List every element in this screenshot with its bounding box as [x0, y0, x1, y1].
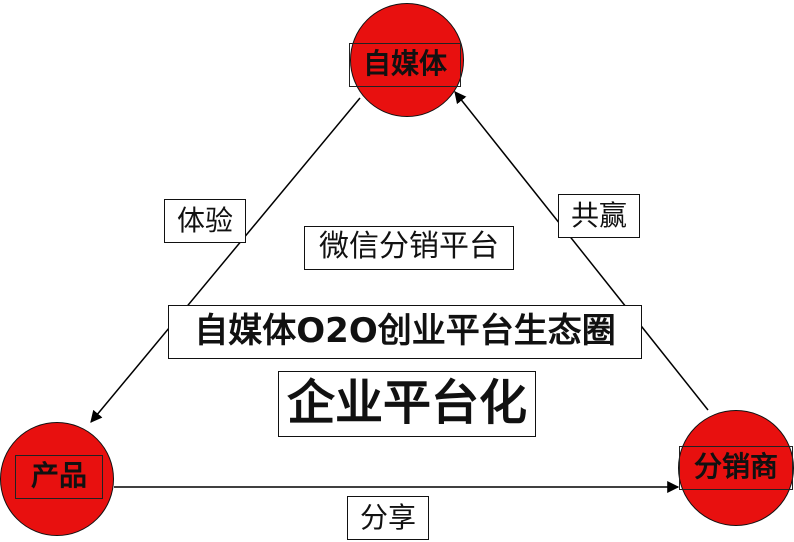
edge-right-label: 共赢: [558, 194, 640, 238]
center-ecosystem-title: 自媒体O2O创业平台生态圈: [168, 305, 642, 359]
center-platform-label: 微信分销平台: [304, 226, 514, 270]
node-top-circle: [350, 3, 464, 117]
edge-left-label: 体验: [164, 199, 246, 243]
center-enterprise-title: 企业平台化: [278, 371, 536, 437]
edge-bottom-label: 分享: [347, 496, 429, 540]
node-left-label: 产品: [15, 455, 103, 499]
node-top-label: 自媒体: [349, 43, 461, 87]
edge-right-arrow: [454, 91, 709, 411]
node-left-circle: [0, 422, 114, 536]
node-right-label: 分销商: [679, 446, 793, 490]
edge-left-arrow: [90, 97, 361, 423]
node-right-circle: [678, 410, 794, 526]
